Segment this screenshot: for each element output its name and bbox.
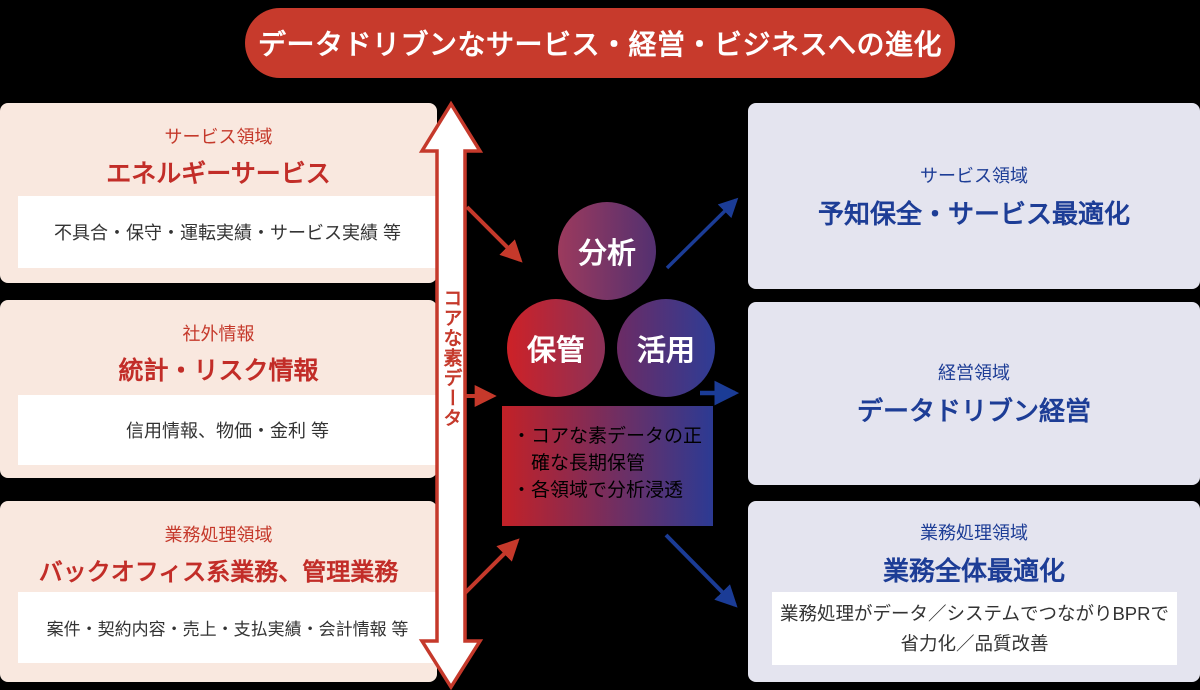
- source-box-service-heading: エネルギーサービス: [106, 160, 331, 188]
- core-data-note-line3: ・各領域で分析浸透: [512, 480, 684, 501]
- outcome-box-service: サービス領域 予知保全・サービス最適化: [748, 103, 1200, 289]
- title-banner: データドリブンなサービス・経営・ビジネスへの進化: [245, 8, 955, 78]
- circle-usage: 活用: [617, 299, 715, 397]
- outcome-box-operations: 業務処理領域 業務全体最適化 業務処理がデータ／システムでつながりBPRで省力化…: [748, 501, 1200, 682]
- source-box-external: 社外情報 統計・リスク情報 信用情報、物価・金利 等: [0, 300, 437, 478]
- circle-storage-label: 保管: [526, 335, 585, 367]
- outcome-box-service-category: サービス領域: [920, 165, 1028, 186]
- source-box-backoffice-category: 業務処理領域: [164, 525, 273, 545]
- core-data-note-line2: 確な長期保管: [531, 453, 646, 474]
- blue-arrow-bottom-icon: [664, 533, 738, 608]
- source-box-external-detail: 信用情報、物価・金利 等: [18, 395, 437, 465]
- source-box-external-category: 社外情報: [182, 324, 255, 344]
- outcome-box-operations-heading: 業務全体最適化: [882, 556, 1065, 586]
- outcome-box-operations-category: 業務処理領域: [920, 523, 1028, 543]
- red-arrow-top-icon: [465, 205, 523, 263]
- source-box-service-category: サービス領域: [164, 127, 273, 147]
- source-box-service-detail: 不具合・保守・運転実績・サービス実績 等: [18, 196, 437, 268]
- outcome-box-service-heading: 予知保全・サービス最適化: [817, 198, 1130, 229]
- circle-storage: 保管: [507, 299, 605, 397]
- source-box-backoffice-heading: バックオフィス系業務、管理業務: [38, 559, 399, 586]
- circle-analysis-label: 分析: [577, 238, 636, 270]
- source-box-backoffice: 業務処理領域 バックオフィス系業務、管理業務 案件・契約内容・売上・支払実績・会…: [0, 501, 437, 682]
- outcome-box-operations-detail: 業務処理がデータ／システムでつながりBPRで省力化／品質改善: [772, 592, 1177, 665]
- source-box-external-heading: 統計・リスク情報: [118, 357, 319, 385]
- outcome-box-management-category: 経営領域: [938, 363, 1010, 383]
- core-data-note: ・コアな素データの正 確な長期保管 ・各領域で分析浸透: [502, 406, 713, 526]
- source-box-service: サービス領域 エネルギーサービス 不具合・保守・運転実績・サービス実績 等: [0, 103, 437, 283]
- circle-usage-label: 活用: [636, 335, 695, 367]
- circle-analysis: 分析: [558, 202, 656, 300]
- core-data-note-line1: ・コアな素データの正: [512, 426, 703, 447]
- source-box-backoffice-detail: 案件・契約内容・売上・支払実績・会計情報 等: [18, 592, 437, 663]
- core-data-arrow-label: コアな素データ: [440, 288, 462, 428]
- outcome-box-management: 経営領域 データドリブン経営: [748, 302, 1200, 485]
- outcome-box-management-heading: データドリブン経営: [856, 396, 1091, 426]
- title-banner-text: データドリブンなサービス・経営・ビジネスへの進化: [257, 29, 942, 60]
- blue-arrow-top-icon: [665, 197, 739, 270]
- red-arrow-bottom-icon: [463, 538, 520, 595]
